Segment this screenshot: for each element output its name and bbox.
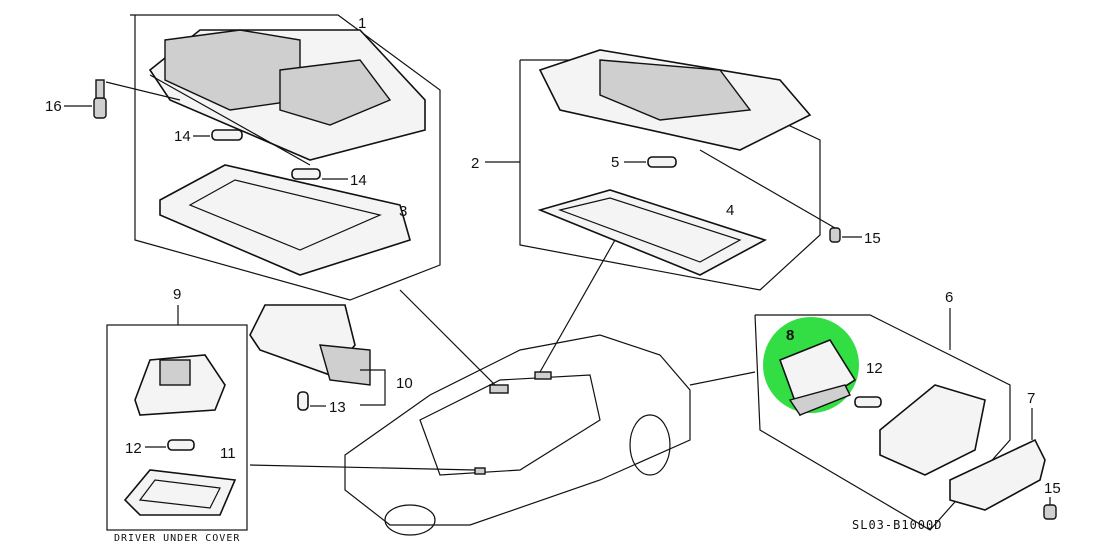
part-8-lens xyxy=(778,339,857,417)
part-10-trunk-light xyxy=(249,304,371,386)
diagram-code: SL03-B1000D xyxy=(852,518,942,532)
box-caption: DRIVER UNDER COVER xyxy=(114,533,240,544)
part-1-roof-light-housing xyxy=(148,29,426,166)
callout-12: 12 xyxy=(866,360,883,377)
callout-11: 11 xyxy=(220,445,236,462)
car-outline xyxy=(344,334,691,536)
callout-14b: 14 xyxy=(350,172,367,189)
part-14-bulb xyxy=(211,129,321,180)
part-9-socket xyxy=(134,354,226,416)
callout-7: 7 xyxy=(1027,390,1035,407)
callout-12b: 12 xyxy=(125,440,142,457)
callout-6: 6 xyxy=(945,289,953,306)
part-5-bulb xyxy=(647,156,677,168)
callout-13: 13 xyxy=(329,399,346,416)
group-box-9 xyxy=(106,324,248,531)
part-2-map-light-housing xyxy=(538,49,812,151)
part-3-lens xyxy=(159,164,411,276)
callout-16: 16 xyxy=(45,98,62,115)
callout-15: 15 xyxy=(864,230,881,247)
callout-3: 3 xyxy=(399,203,407,220)
callout-2: 2 xyxy=(471,155,479,172)
part-11-driver-under-cover xyxy=(123,469,237,516)
callout-1: 1 xyxy=(358,15,366,32)
callout-15b: 15 xyxy=(1044,480,1061,497)
callout-10: 10 xyxy=(396,375,413,392)
callout-14: 14 xyxy=(174,128,191,145)
group-box-6 xyxy=(754,314,1011,531)
callout-8: 8 xyxy=(786,327,794,344)
callout-5: 5 xyxy=(611,154,619,171)
callout-9: 9 xyxy=(173,286,181,303)
part-12-bulb-left xyxy=(167,439,195,451)
part-12-bulb-right xyxy=(854,396,882,408)
group-box-1 xyxy=(130,14,441,301)
part-16-screw xyxy=(93,79,181,119)
part-13-bulb xyxy=(297,391,309,411)
part-15-screw xyxy=(699,149,841,243)
part-15-screw-right xyxy=(1043,504,1057,520)
part-6-courtesy-light xyxy=(879,384,986,476)
part-7-bracket xyxy=(949,438,1046,511)
callout-4: 4 xyxy=(726,202,734,219)
part-4-lens xyxy=(537,189,768,276)
